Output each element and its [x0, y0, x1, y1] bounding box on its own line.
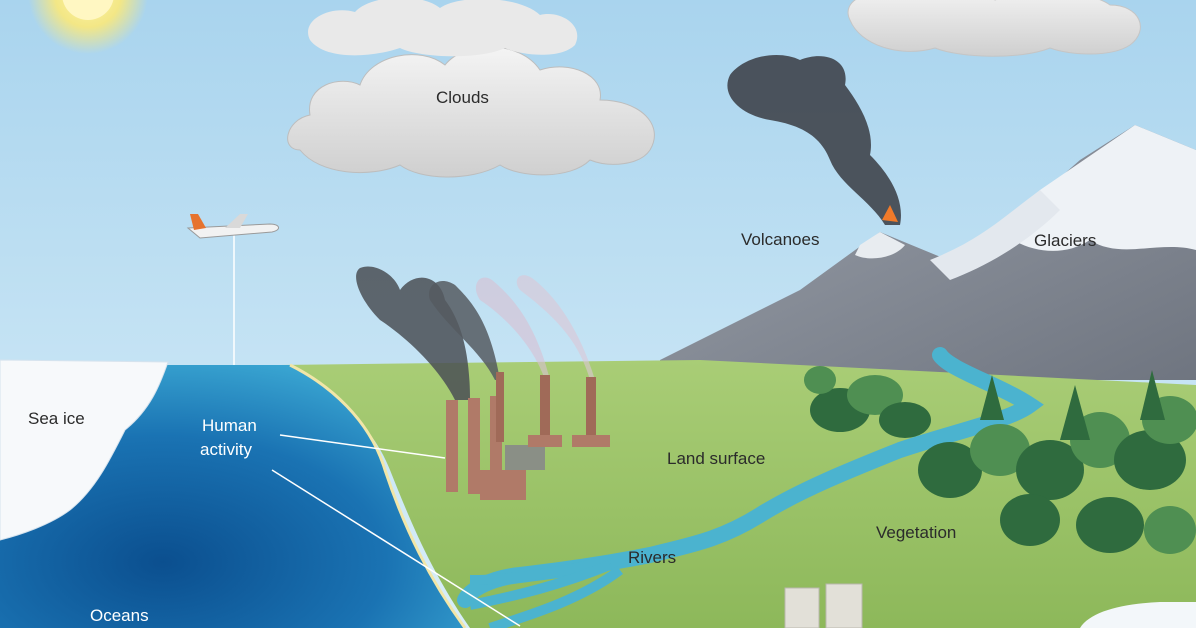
ice-bottom-right: [1080, 602, 1196, 628]
human-activity-leader-lines: [271, 434, 521, 627]
river-delta-3: [488, 565, 623, 628]
river-delta-2: [469, 560, 612, 610]
label-human-activity-line2: activity: [200, 440, 252, 459]
label-land-surface: Land surface: [667, 449, 766, 468]
label-vegetation: Vegetation: [876, 523, 957, 542]
sun-icon: [28, 0, 148, 54]
label-volcanoes: Volcanoes: [741, 230, 820, 249]
volcano-icon: [727, 55, 901, 225]
label-clouds: Clouds: [436, 88, 489, 107]
cloud-top-right: [847, 0, 1141, 57]
tree-icon: [804, 366, 1196, 554]
label-oceans: Oceans: [90, 606, 149, 625]
cloud-main: [287, 0, 655, 178]
label-human-activity-line1: Human: [202, 416, 257, 435]
coastline: [289, 363, 467, 628]
mountains: [660, 125, 1196, 380]
label-glaciers: Glaciers: [1034, 231, 1097, 250]
river-delta-1: [469, 555, 612, 585]
airplane-icon: [186, 214, 279, 410]
sea-ice: [0, 359, 169, 541]
building-icon: [784, 583, 863, 628]
factory-icon: [446, 372, 610, 500]
label-rivers: Rivers: [628, 548, 677, 567]
label-sea-ice: Sea ice: [28, 409, 85, 428]
factory-smoke: [356, 266, 595, 400]
